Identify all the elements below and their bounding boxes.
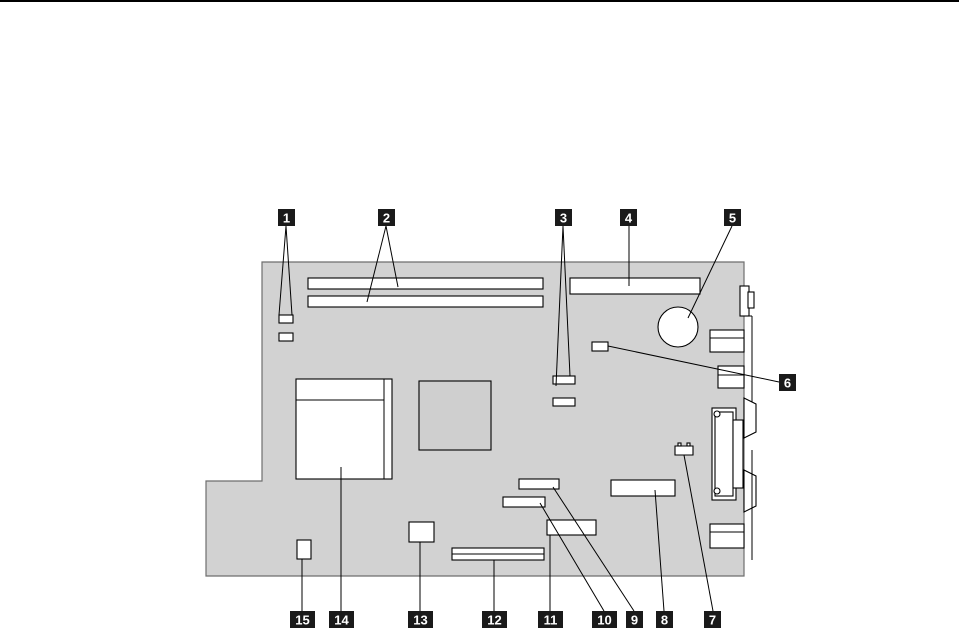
callout-3: 3: [555, 209, 572, 226]
callout-5: 5: [724, 209, 741, 226]
callout-label: 11: [544, 613, 558, 628]
callout-label: 4: [625, 211, 633, 226]
connector-6: [592, 342, 608, 351]
callout-14: 14: [329, 611, 354, 628]
battery: [658, 307, 698, 347]
callout-11: 11: [538, 611, 563, 628]
callout-label: 2: [383, 211, 390, 226]
callout-1: 1: [278, 209, 295, 226]
callout-label: 8: [661, 613, 668, 628]
callout-9: 9: [626, 611, 643, 628]
callout-label: 9: [631, 613, 638, 628]
callout-label: 3: [560, 211, 567, 226]
callout-13: 13: [408, 611, 433, 628]
jumper-1a: [279, 315, 293, 323]
memory-slot-2: [308, 296, 543, 307]
callout-label: 13: [413, 613, 427, 628]
callout-label: 14: [334, 613, 349, 628]
callout-label: 5: [729, 211, 736, 226]
chipset: [419, 381, 491, 450]
callout-label: 6: [784, 376, 791, 391]
callout-12: 12: [482, 611, 507, 628]
callout-label: 7: [709, 613, 716, 628]
callout-7: 7: [704, 611, 721, 628]
callout-4: 4: [620, 209, 637, 226]
callout-2: 2: [378, 209, 395, 226]
connector-13: [409, 522, 434, 542]
connector-7: [675, 446, 693, 455]
connector-4: [570, 278, 700, 294]
callout-6: 6: [779, 374, 796, 391]
connector-15: [297, 540, 311, 559]
memory-slot-1: [308, 278, 543, 289]
processor-heat-sink: [296, 379, 392, 479]
callout-label: 10: [597, 613, 611, 628]
jumper-1b: [279, 333, 293, 341]
callout-label: 15: [295, 613, 309, 628]
jumper-3b: [553, 398, 575, 406]
connector-8: [611, 480, 675, 496]
callout-10: 10: [592, 611, 617, 628]
connector-10: [503, 497, 545, 507]
callout-label: 1: [283, 211, 290, 226]
callout-label: 12: [487, 613, 501, 628]
callout-15: 15: [290, 611, 315, 628]
callout-8: 8: [656, 611, 673, 628]
